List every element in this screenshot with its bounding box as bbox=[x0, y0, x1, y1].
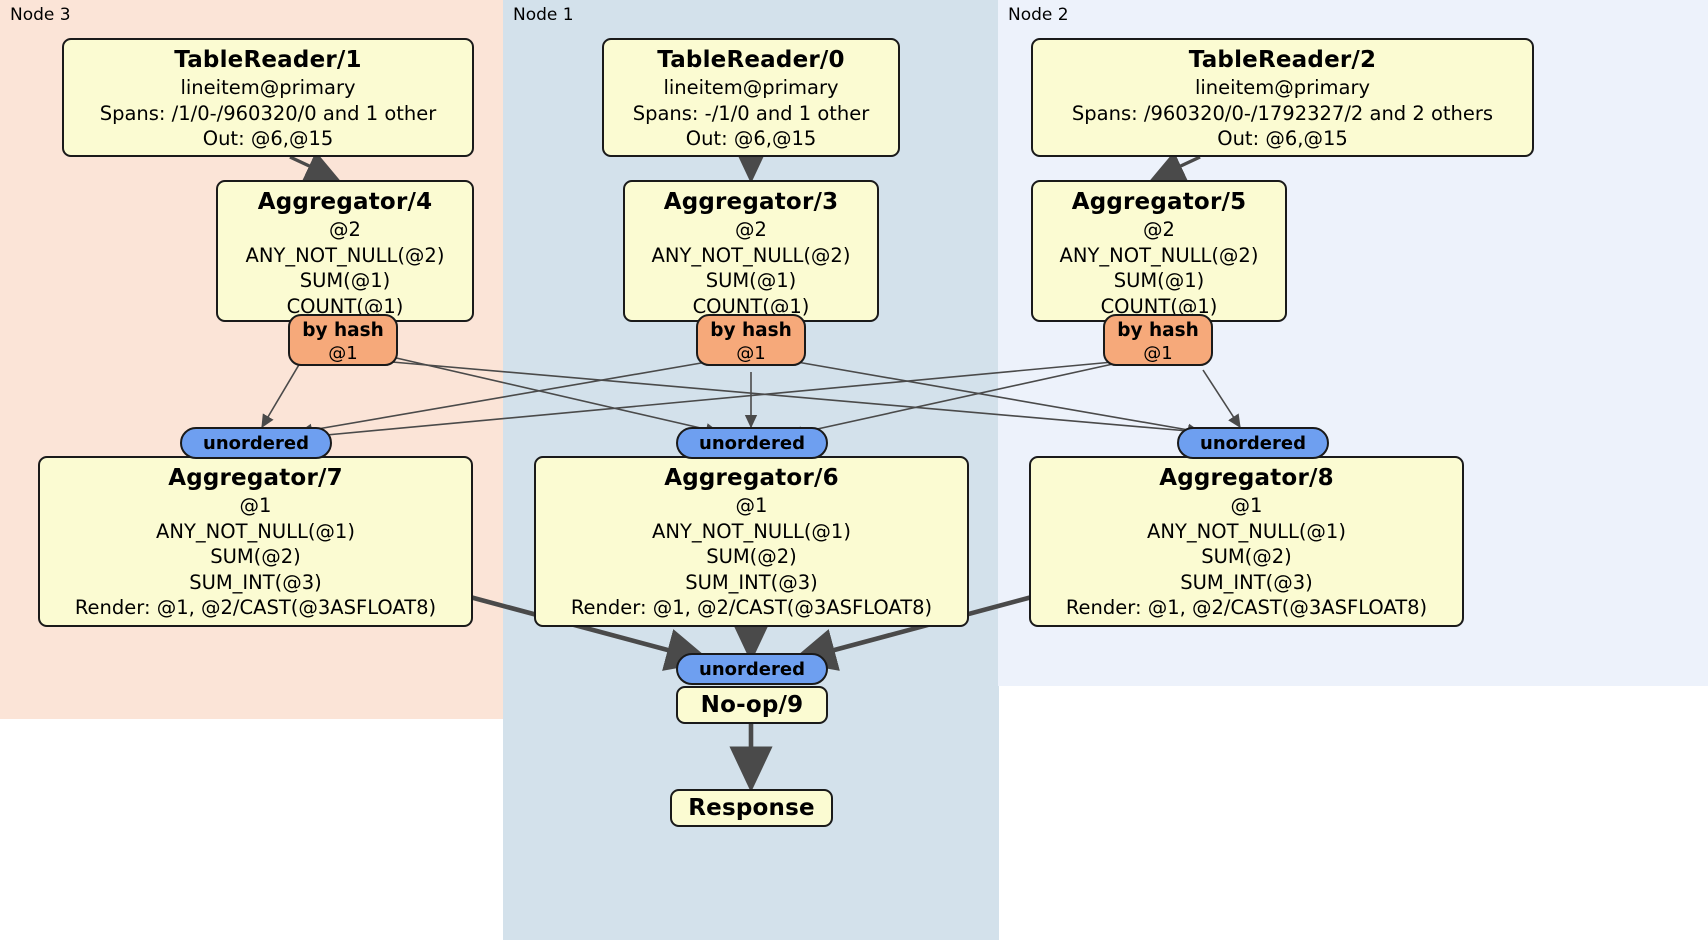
processor-title: Aggregator/5 bbox=[1071, 189, 1247, 215]
processor-box-aggregator-8[interactable]: Aggregator/8 @1 ANY_NOT_NULL(@1) SUM(@2)… bbox=[1029, 456, 1464, 627]
processor-detail: Out: @6,@15 bbox=[685, 127, 817, 150]
processor-detail: Spans: /960320/0-/1792327/2 and 2 others bbox=[1071, 101, 1494, 125]
processor-detail: COUNT(@1) bbox=[286, 294, 404, 318]
router-column: @1 bbox=[736, 343, 766, 364]
input-synchronizer-unordered-node3[interactable]: unordered bbox=[180, 427, 332, 459]
processor-detail: ANY_NOT_NULL(@1) bbox=[652, 519, 851, 543]
processor-title: No-op/9 bbox=[700, 692, 804, 718]
processor-detail: @1 bbox=[239, 494, 272, 517]
processor-detail: lineitem@primary bbox=[663, 76, 839, 99]
node-panel-label-node2: Node 2 bbox=[1008, 5, 1069, 25]
processor-title: Response bbox=[688, 795, 815, 821]
processor-detail: lineitem@primary bbox=[180, 76, 356, 99]
processor-box-response[interactable]: Response bbox=[670, 789, 833, 827]
processor-detail: ANY_NOT_NULL(@2) bbox=[245, 243, 445, 267]
router-label: by hash bbox=[710, 320, 792, 341]
processor-box-noop-9[interactable]: No-op/9 bbox=[676, 686, 828, 724]
processor-box-tablereader-0[interactable]: TableReader/0 lineitem@primary Spans: -/… bbox=[602, 38, 900, 157]
processor-title: Aggregator/8 bbox=[1159, 465, 1334, 491]
processor-detail: SUM(@2) bbox=[706, 545, 797, 568]
processor-box-tablereader-2[interactable]: TableReader/2 lineitem@primary Spans: /9… bbox=[1031, 38, 1534, 157]
processor-detail: @2 bbox=[329, 218, 361, 241]
router-column: @1 bbox=[1143, 343, 1173, 364]
processor-detail: Spans: /1/0-/960320/0 and 1 other bbox=[99, 101, 437, 125]
processor-detail: ANY_NOT_NULL(@2) bbox=[651, 243, 851, 267]
processor-detail: SUM_INT(@3) bbox=[685, 570, 818, 594]
processor-detail: Spans: -/1/0 and 1 other bbox=[632, 101, 870, 125]
processor-title: Aggregator/6 bbox=[664, 465, 839, 491]
processor-detail: ANY_NOT_NULL(@2) bbox=[1059, 243, 1259, 267]
processor-detail: ANY_NOT_NULL(@1) bbox=[1147, 519, 1346, 543]
processor-box-aggregator-5[interactable]: Aggregator/5 @2 ANY_NOT_NULL(@2) SUM(@1)… bbox=[1031, 180, 1287, 322]
node-panel-label-node1: Node 1 bbox=[513, 5, 574, 25]
output-router-by-hash-node2[interactable]: by hash @1 bbox=[1103, 314, 1213, 366]
processor-detail: @2 bbox=[1143, 218, 1175, 241]
processor-title: Aggregator/4 bbox=[257, 189, 433, 215]
processor-detail: COUNT(@1) bbox=[692, 294, 810, 318]
node-panel-label-node3: Node 3 bbox=[10, 5, 71, 25]
input-synchronizer-unordered-final[interactable]: unordered bbox=[676, 653, 828, 685]
processor-title: TableReader/1 bbox=[174, 47, 362, 73]
input-synchronizer-unordered-node2[interactable]: unordered bbox=[1177, 427, 1329, 459]
router-label: unordered bbox=[699, 659, 805, 680]
input-synchronizer-unordered-node1[interactable]: unordered bbox=[676, 427, 828, 459]
processor-detail: SUM(@2) bbox=[210, 545, 301, 568]
processor-title: TableReader/2 bbox=[1188, 47, 1377, 73]
router-label: unordered bbox=[1200, 433, 1306, 454]
processor-detail: @2 bbox=[735, 218, 767, 241]
processor-detail: @1 bbox=[735, 494, 768, 517]
processor-detail: SUM_INT(@3) bbox=[1180, 570, 1313, 594]
processor-detail: SUM(@1) bbox=[299, 269, 391, 292]
processor-render: Render: @1, @2/CAST(@3ASFLOAT8) bbox=[570, 596, 933, 619]
processor-render: Render: @1, @2/CAST(@3ASFLOAT8) bbox=[1065, 596, 1428, 619]
processor-detail: lineitem@primary bbox=[1194, 76, 1371, 99]
processor-detail: SUM(@2) bbox=[1201, 545, 1292, 568]
output-router-by-hash-node1[interactable]: by hash @1 bbox=[696, 314, 806, 366]
processor-title: TableReader/0 bbox=[657, 47, 845, 73]
processor-detail: Out: @6,@15 bbox=[202, 127, 334, 150]
processor-detail: @1 bbox=[1230, 494, 1263, 517]
router-label: unordered bbox=[203, 433, 309, 454]
processor-box-aggregator-3[interactable]: Aggregator/3 @2 ANY_NOT_NULL(@2) SUM(@1)… bbox=[623, 180, 879, 322]
processor-detail: COUNT(@1) bbox=[1100, 294, 1218, 318]
processor-title: Aggregator/3 bbox=[663, 189, 839, 215]
router-column: @1 bbox=[328, 343, 358, 364]
processor-detail: SUM_INT(@3) bbox=[189, 570, 322, 594]
processor-detail: ANY_NOT_NULL(@1) bbox=[156, 519, 355, 543]
processor-box-aggregator-7[interactable]: Aggregator/7 @1 ANY_NOT_NULL(@1) SUM(@2)… bbox=[38, 456, 473, 627]
processor-detail: SUM(@1) bbox=[1113, 269, 1205, 292]
router-label: by hash bbox=[302, 320, 384, 341]
processor-detail: Out: @6,@15 bbox=[1217, 127, 1348, 150]
output-router-by-hash-node3[interactable]: by hash @1 bbox=[288, 314, 398, 366]
processor-render: Render: @1, @2/CAST(@3ASFLOAT8) bbox=[74, 596, 437, 619]
router-label: unordered bbox=[699, 433, 805, 454]
processor-box-aggregator-4[interactable]: Aggregator/4 @2 ANY_NOT_NULL(@2) SUM(@1)… bbox=[216, 180, 474, 322]
processor-box-aggregator-6[interactable]: Aggregator/6 @1 ANY_NOT_NULL(@1) SUM(@2)… bbox=[534, 456, 969, 627]
processor-detail: SUM(@1) bbox=[705, 269, 797, 292]
processor-title: Aggregator/7 bbox=[168, 465, 343, 491]
router-label: by hash bbox=[1117, 320, 1199, 341]
processor-box-tablereader-1[interactable]: TableReader/1 lineitem@primary Spans: /1… bbox=[62, 38, 474, 157]
